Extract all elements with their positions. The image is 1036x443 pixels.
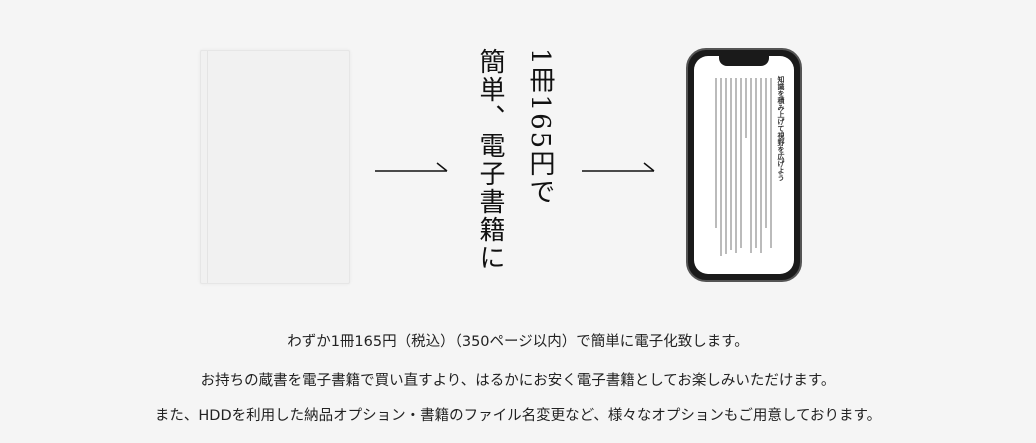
smartphone-image: 知識を積み上げて視野を広げよう [686, 48, 802, 282]
paper-book-image [200, 50, 350, 284]
description-line-3: また、HDDを利用した納品オプション・書籍のファイル名変更など、様々なオプション… [154, 408, 882, 424]
phone-screen: 知識を積み上げて視野を広げよう [694, 56, 794, 274]
arrow-right-icon [375, 162, 448, 172]
description-line-1: わずか1冊165円（税込）（350ページ以内）で簡単に電子化致します。 [287, 334, 749, 350]
description-line-2: お持ちの蔵書を電子書籍で買い直すより、はるかにお安く電子書籍としてお楽しみいただ… [200, 373, 836, 389]
phone-screen-title: 知識を積み上げて視野を広げよう [777, 76, 786, 181]
phone-notch [719, 56, 769, 66]
phone-screen-body-text [706, 78, 772, 258]
headline-line2: 簡単、電子書籍に [475, 48, 505, 272]
headline-line1: 1冊165円で [525, 48, 555, 207]
arrow-right-icon [582, 162, 655, 172]
